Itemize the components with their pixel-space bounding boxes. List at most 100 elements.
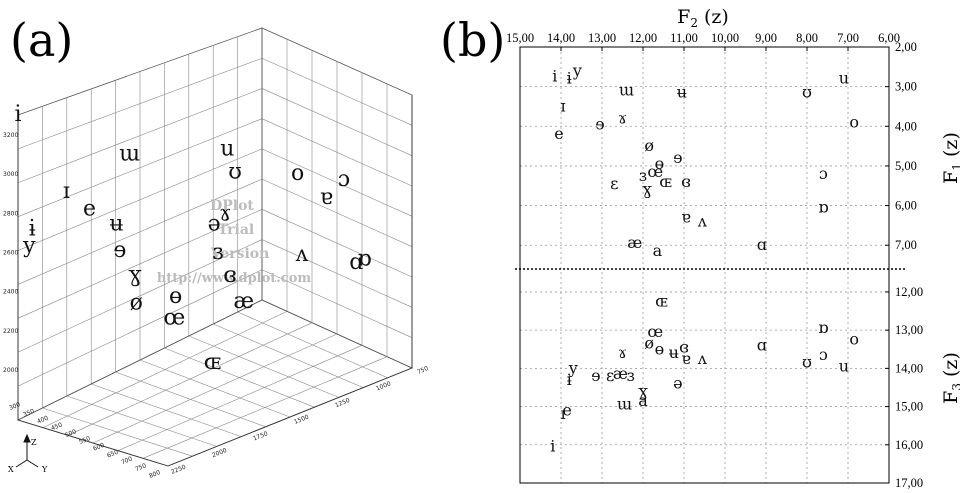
vowel-point--: œ: [163, 306, 185, 331]
f3-point--: ɯ: [617, 395, 632, 414]
vowel-point-i: i: [14, 102, 21, 127]
vowel-point-y: y: [22, 234, 36, 259]
f3-point--: ɨ: [567, 370, 572, 389]
f2-tick-label: 8,00: [796, 31, 818, 45]
side-wall-grid: [261, 27, 413, 369]
vowel-point--: ɨ: [29, 217, 36, 242]
watermark-line-3: Version: [210, 246, 270, 262]
triad-x-label: X: [8, 465, 14, 474]
f3-point--: ə: [673, 374, 682, 393]
f2-tick-label: 9,00: [755, 31, 777, 45]
vowel-point--: æ: [233, 289, 254, 314]
f1-tick-label: 5,00: [895, 159, 917, 173]
f3-point--: ɘ: [591, 366, 600, 385]
vowel-point--: ə: [208, 212, 221, 237]
z-tick-label: 3200: [3, 132, 18, 139]
f3-point--: ø: [644, 334, 654, 353]
vowel-point--: ɪ: [63, 179, 70, 204]
triad-y-label: Y: [41, 465, 48, 474]
f1-point--: ɪ: [560, 96, 565, 115]
f1-point--: ʌ: [697, 211, 707, 230]
back-wall-grid: [17, 27, 263, 421]
vowel-point--: ɞ: [223, 263, 237, 288]
f3-point--: ɪ: [560, 404, 565, 423]
f3-point--: ɒ: [818, 318, 828, 337]
f2-tick-label: 11,00: [670, 31, 698, 45]
f1-tick-label: 350: [22, 408, 35, 419]
f2-tick-label: 13,00: [588, 31, 616, 45]
f2-tick-label: 12,00: [629, 31, 657, 45]
f3-point--: æ: [613, 364, 628, 383]
f1-point--: ɜ: [639, 166, 647, 185]
f3-point--: ɑ: [757, 335, 767, 354]
f1-tick-label: 750: [134, 462, 147, 473]
f1-tick-label: 6,00: [895, 199, 917, 213]
f3-point--: ɔ: [819, 345, 828, 364]
f3-tick-label: 14,00: [895, 361, 923, 375]
f3-point-u: u: [839, 356, 849, 375]
f1-point--: ɔ: [819, 164, 828, 183]
f1-point--: ɨ: [567, 69, 572, 88]
f1-tick-label: 550: [78, 435, 91, 446]
f2-tick-label: 14,00: [547, 31, 575, 45]
panel-b-label: (b): [440, 13, 505, 67]
vowel-point-o: o: [291, 161, 304, 186]
f1-tick-label: 700: [120, 455, 133, 466]
f3-point--: œ: [647, 322, 663, 341]
f2-tick-label: 1250: [334, 397, 351, 409]
watermark: DPlot Trial Version http://www.dplot.com: [157, 198, 312, 286]
axis-triad-icon: [15, 433, 39, 468]
vowel-point--: ɜ: [212, 240, 223, 265]
f3-point--: ε: [606, 366, 614, 385]
f1-point-a: a: [653, 241, 663, 260]
f2-tick-label: 1500: [293, 414, 310, 426]
vowel-point--: ɑ: [349, 250, 363, 275]
f2-tick-label: 7,00: [837, 31, 859, 45]
f1-tick-label: 600: [92, 442, 105, 453]
top-axis-title: F2 (z): [677, 6, 729, 30]
f1-point--: ʉ: [677, 83, 687, 102]
f3-point--: ɜ: [627, 366, 635, 385]
f3-tick-label: 12,00: [895, 285, 923, 299]
vowel-point--: ʊ: [228, 160, 242, 185]
f3-tick-label: 15,00: [895, 400, 923, 414]
grid-line: [67, 322, 313, 436]
f1-point--: ɐ: [681, 207, 691, 226]
f3-point--: ɵ: [655, 339, 665, 358]
vowel-point--: ʉ: [109, 211, 123, 236]
vowel-point--: ɔ: [338, 167, 350, 192]
vowel-point--: ɘ: [113, 238, 126, 263]
f1-tick-label: 2,00: [895, 40, 917, 54]
f3-axis-title: F3 (z): [940, 352, 960, 404]
f3-tick-label: 13,00: [895, 323, 923, 337]
f1-point--: ɘ: [595, 114, 604, 133]
z-tick-label: 2400: [3, 289, 18, 296]
f1-point--: ε: [610, 174, 618, 193]
f3-point--: ʉ: [669, 343, 679, 362]
f1-point-o: o: [849, 112, 859, 131]
panel-b-grid: [519, 46, 890, 483]
f3-point--: ɶ: [655, 291, 668, 310]
vowel-point--: ɤ: [219, 201, 231, 226]
vowel-point-e: e: [83, 197, 96, 222]
f1-f3-tick-labels: 2,003,004,005,006,007,0012,0013,0014,001…: [885, 40, 923, 490]
f3-point-i: i: [550, 437, 555, 456]
f3-point--: ʌ: [697, 349, 707, 368]
f3-point--: ɤ: [618, 343, 627, 362]
vowel-point--: ɯ: [119, 142, 140, 167]
f1-point--: ɵ: [655, 154, 665, 173]
z-tick-label: 2200: [3, 328, 18, 335]
grid-line: [42, 311, 288, 428]
z-tick-label: 2600: [3, 250, 18, 257]
watermark-line-2: Trial: [218, 222, 254, 238]
watermark-line-4: http://www.dplot.com: [157, 271, 312, 286]
triad-z-label: Z: [31, 438, 37, 447]
vowel-point--: ʌ: [295, 242, 309, 267]
f2-tick-label: 15,00: [506, 31, 534, 45]
f1-point--: ɞ: [681, 172, 691, 191]
f1-point--: ø: [644, 136, 654, 155]
